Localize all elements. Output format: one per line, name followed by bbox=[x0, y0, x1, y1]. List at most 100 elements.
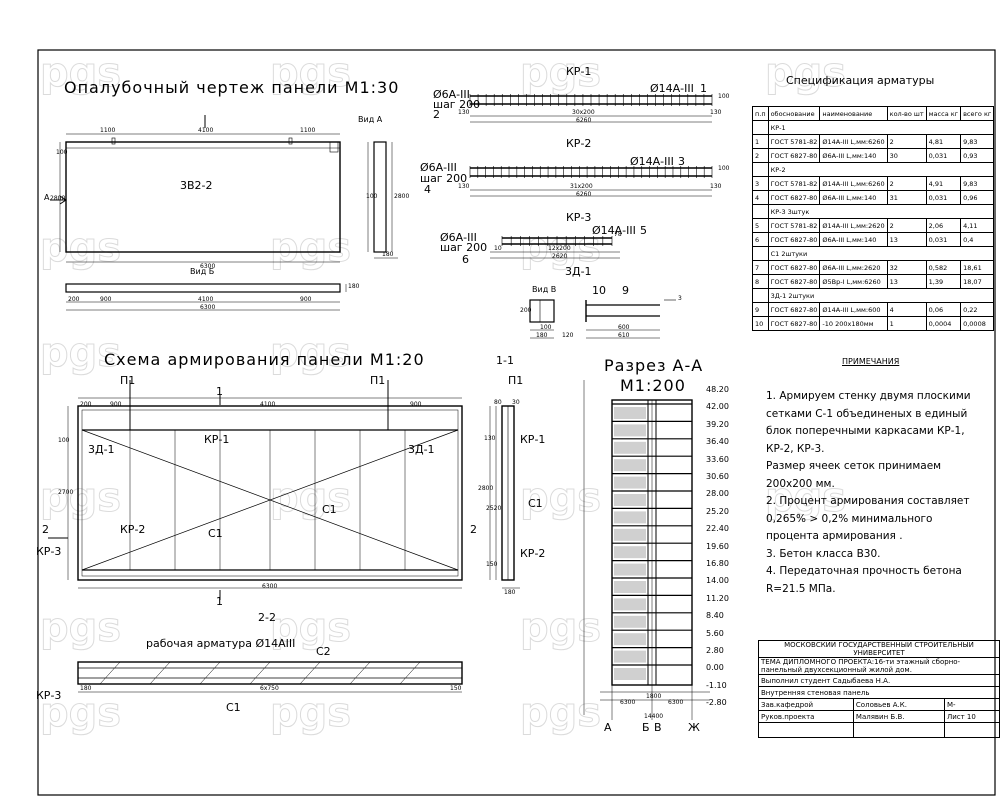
dim-label: 1100 bbox=[100, 127, 116, 134]
tb-student: Выполнил студент Садыбаева Н.А. bbox=[758, 674, 1000, 687]
dim-label: 4100 bbox=[198, 296, 214, 303]
dim-label: 4100 bbox=[198, 127, 214, 134]
title-block: МОСКОВСКИЙ ГОСУДАРСТВЕННЫЙ СТРОИТЕЛЬНЫЙ … bbox=[758, 640, 1000, 738]
hatched-wall-panel bbox=[614, 441, 646, 454]
spec-group-label: КР-3 3штук bbox=[767, 204, 995, 219]
spec-cell-n: 7 bbox=[752, 260, 769, 275]
spec-cell-qty: 13 bbox=[886, 232, 927, 247]
dim-label: 100 bbox=[540, 324, 552, 331]
hatched-wall-panel bbox=[614, 650, 646, 663]
dim-label: 6260 bbox=[576, 117, 592, 124]
notes-title: ПРИМЕЧАНИЯ bbox=[842, 357, 900, 366]
axis-b: Б bbox=[642, 721, 650, 734]
watermark: pgs bbox=[269, 225, 352, 272]
spec-header: наименование bbox=[819, 106, 888, 121]
hatched-wall-panel bbox=[614, 528, 646, 541]
spec-cell-qty: 32 bbox=[886, 260, 927, 275]
dim-label: 6260 bbox=[576, 191, 592, 198]
spec-cell-doc: ГОСТ 6827-80 bbox=[767, 148, 821, 163]
dim-label: 200 bbox=[520, 307, 532, 314]
dim-label: 180 bbox=[348, 283, 360, 290]
spec-cell-total: 0,0008 bbox=[960, 316, 995, 331]
spec-group-label: С1 2штуки bbox=[767, 246, 995, 261]
label-zd1-right: 3Д-1 bbox=[408, 443, 435, 456]
dim-label: 180 bbox=[382, 251, 394, 258]
kr3-step: шаг 200 bbox=[440, 241, 488, 254]
view-b bbox=[65, 283, 347, 311]
dim-label: 100 bbox=[718, 165, 730, 172]
tb-empty bbox=[758, 722, 854, 738]
label-c1: С1 bbox=[208, 527, 223, 540]
section-aa-scale: М1:200 bbox=[620, 376, 686, 395]
label-p1-right: П1 bbox=[370, 374, 386, 387]
dim-label: 200 bbox=[68, 296, 80, 303]
section11-label-c1: С1 bbox=[528, 497, 543, 510]
tb-head-name: Соловьев А.К. bbox=[852, 698, 945, 711]
dim-label: 4100 bbox=[260, 401, 276, 408]
elevation-mark: 0.00 bbox=[706, 663, 724, 673]
spec-cell-n: 4 bbox=[752, 190, 769, 205]
elevation-mark: 8.40 bbox=[706, 611, 724, 621]
formwork-elevation bbox=[50, 115, 341, 263]
watermark: pgs bbox=[269, 330, 352, 377]
spec-cell-name: Ø14А-III L,мм:2620 bbox=[819, 218, 888, 233]
spec-cell-total: 4,11 bbox=[960, 218, 995, 233]
spec-cell-qty: 2 bbox=[886, 134, 927, 149]
dim-label: 100 bbox=[58, 437, 70, 444]
hatched-wall-panel bbox=[614, 511, 646, 524]
spec-cell-qty: 4 bbox=[886, 302, 927, 317]
spec-group-label: КР-2 bbox=[767, 162, 995, 177]
dim-label: 2800 bbox=[50, 195, 66, 202]
elevation-mark: 16.80 bbox=[706, 559, 729, 568]
label-c1: С1 bbox=[322, 503, 337, 516]
spec-cell-doc: ГОСТ 6827-80 bbox=[767, 190, 821, 205]
panel-mark: 3В2-2 bbox=[180, 179, 213, 192]
dim-label: 100 bbox=[56, 149, 68, 156]
spec-cell-n: 2 bbox=[752, 148, 769, 163]
note-item: 3. Бетон класса В30. bbox=[766, 547, 881, 560]
elevation-mark: 39.20 bbox=[706, 419, 729, 429]
label-kr1: КР-1 bbox=[204, 433, 230, 446]
section-aa-title: Разрез А-А bbox=[604, 356, 704, 375]
elevation-mark: 42.00 bbox=[706, 402, 729, 412]
elevation-mark: 30.60 bbox=[706, 472, 729, 481]
spec-group-label: 3Д-1 2штуки bbox=[767, 288, 995, 303]
spec-cell-doc: ГОСТ 5781-82 bbox=[767, 134, 821, 149]
hatched-wall-panel bbox=[614, 546, 646, 559]
dim-label: 120 bbox=[562, 332, 574, 339]
dim-label: 30x200 bbox=[572, 109, 595, 116]
spec-cell-doc: ГОСТ 6827-80 bbox=[767, 302, 821, 317]
reinforcement-scheme bbox=[48, 380, 463, 600]
reinforcement-title: Схема армирования панели М1:20 bbox=[104, 350, 425, 369]
spec-cell-qty: 2 bbox=[886, 176, 927, 191]
label-kr2: КР-2 bbox=[120, 523, 146, 536]
dim-label: 600 bbox=[618, 324, 630, 331]
hatched-wall-panel bbox=[614, 494, 646, 506]
cage-kr2 bbox=[470, 167, 712, 197]
view-a-label: Вид А bbox=[358, 115, 383, 124]
spec-cell-name: Ø6А-III L,мм:140 bbox=[819, 148, 888, 163]
zd1-title: 3Д-1 bbox=[565, 265, 592, 278]
spec-group-row: КР-3 3штук bbox=[752, 204, 995, 219]
zd1-pos-b: 9 bbox=[622, 284, 629, 297]
spec-cell-mass: 0,031 bbox=[925, 232, 962, 247]
spec-cell-mass: 4,81 bbox=[925, 134, 962, 149]
elevation-mark: 22.40 bbox=[706, 524, 729, 534]
watermark: pgs bbox=[269, 690, 352, 737]
view-b-label: Вид Б bbox=[190, 267, 215, 276]
dim-label: 180 bbox=[504, 589, 516, 596]
note-item: 1. Армируем стенку двумя плоскими сеткам… bbox=[766, 390, 971, 455]
section22-label-c1: С1 bbox=[226, 701, 241, 714]
elevation-mark: 28.00 bbox=[706, 489, 729, 499]
dim-label: 900 bbox=[110, 401, 122, 408]
elevation-mark: 25.20 bbox=[706, 506, 729, 516]
elevation-mark: 48.20 bbox=[706, 385, 729, 394]
dim-label: 2520 bbox=[486, 505, 502, 512]
section-arrow-label: А bbox=[44, 193, 50, 202]
spec-cell-total: 9,83 bbox=[960, 176, 995, 191]
section-1-1-title: 1-1 bbox=[496, 354, 514, 367]
spec-cell-total: 0,96 bbox=[960, 190, 995, 205]
spec-header: кол-во шт bbox=[886, 106, 927, 121]
